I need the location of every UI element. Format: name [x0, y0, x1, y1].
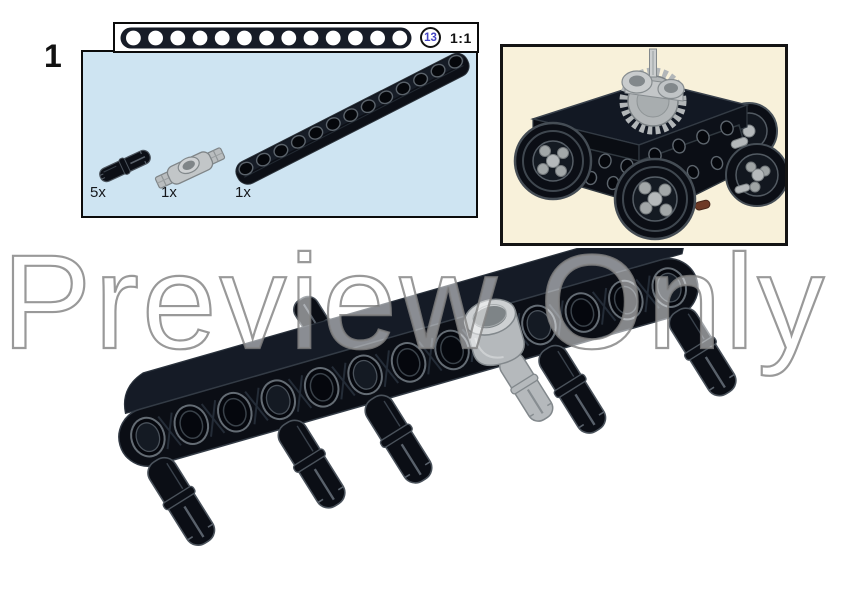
- wheel-front-left: [613, 157, 697, 241]
- axle-and-connector-top-icon: [621, 48, 685, 102]
- part-quantity-pin: 5x: [90, 184, 106, 201]
- technic-pin-4-icon: [538, 344, 607, 434]
- scale-ratio-label: 1:1: [450, 29, 472, 46]
- step-number: 1: [44, 38, 62, 74]
- technic-pin-5-icon: [668, 307, 737, 397]
- wheel-front-right: [725, 143, 785, 207]
- technic-beam-13-black-icon: [235, 52, 470, 185]
- beam-top-face: [123, 248, 691, 415]
- technic-pin-black-icon: [99, 149, 151, 183]
- wheel-rear-left: [513, 121, 593, 201]
- beam-holes: [238, 54, 464, 176]
- assembled-chassis-with-wheels-and-gear-icon: [513, 48, 785, 241]
- hole-count-value: 13: [424, 31, 437, 44]
- beam-13-with-pins-and-connector-icon: [118, 248, 737, 546]
- part-quantity-beam: 1x: [235, 184, 251, 201]
- technic-pin-3-icon: [364, 394, 433, 484]
- parts-callout-box: 5x 1x 1x: [81, 50, 478, 218]
- pinned-hole-fills: [135, 272, 682, 453]
- technic-pin-2-icon: [277, 419, 346, 509]
- scale-ruler: 13 1:1: [113, 22, 479, 53]
- beam-13-holes-silhouette-icon: [120, 27, 412, 48]
- axle-connector-light-gray-icon: [154, 147, 226, 189]
- parts-illustration: [99, 52, 470, 189]
- hole-count-badge: 13: [420, 27, 441, 48]
- technic-pin-1-icon: [147, 456, 216, 546]
- assembly-step-render: [118, 248, 737, 546]
- beam-webbing: [157, 275, 660, 450]
- axle-connector-on-beam-icon: [463, 298, 554, 422]
- model-preview-box: [500, 44, 788, 246]
- part-quantity-connector: 1x: [161, 184, 177, 201]
